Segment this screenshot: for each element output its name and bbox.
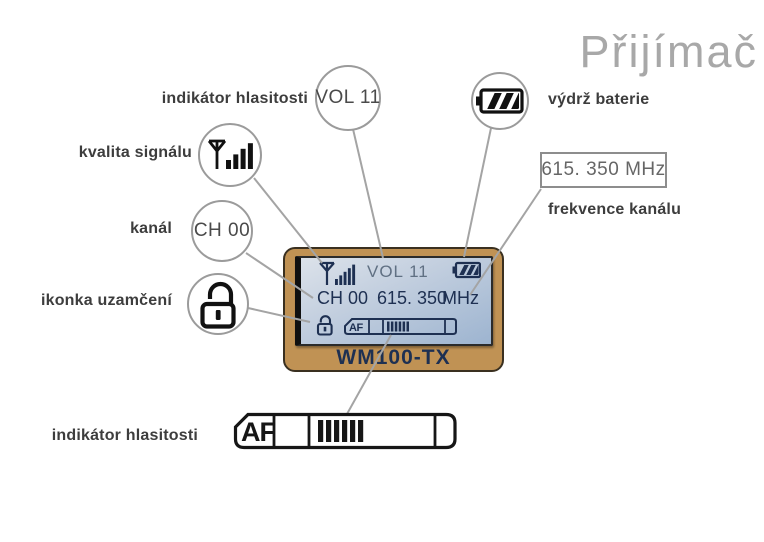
battery-icon — [476, 88, 524, 114]
transmitter-device: VOL 11 CH 00 615. 350 MHz — [283, 247, 504, 372]
frequency-value-box: 615. 350 MHz — [540, 152, 667, 188]
lcd-lock-icon — [316, 315, 333, 336]
volume-callout-value: VOL 11 — [315, 87, 381, 108]
lcd-frequency-value: 615. 350 — [377, 288, 448, 308]
lcd-af-meter: AF — [344, 318, 457, 335]
lcd-af-meter-label: AF — [349, 322, 363, 334]
signal-callout-circle — [198, 123, 262, 187]
connector-line-volume — [352, 128, 384, 259]
label-channel: kanál — [130, 220, 172, 237]
battery-callout-circle — [471, 72, 529, 130]
af-meter-label: AF — [241, 417, 275, 447]
lcd-frequency-unit: MHz — [442, 288, 479, 308]
label-volume-indicator-top: indikátor hlasitosti — [161, 90, 308, 107]
device-model-label: WM100-TX — [336, 346, 451, 369]
channel-callout-circle: CH 00 — [191, 200, 253, 262]
label-battery-life: výdrž baterie — [548, 91, 650, 108]
label-signal-quality: kvalita signálu — [78, 144, 192, 161]
label-volume-indicator-bottom: indikátor hlasitosti — [51, 427, 198, 444]
unlock-icon — [200, 281, 236, 329]
af-meter-large: AF — [233, 412, 457, 450]
signal-icon — [207, 139, 253, 169]
lcd-channel-value: CH 00 — [317, 288, 369, 308]
label-channel-frequency: frekvence kanálu — [548, 201, 682, 218]
lock-callout-circle — [187, 273, 249, 335]
volume-callout-circle: VOL 11 — [315, 65, 381, 131]
lcd-volume-value: VOL 11 — [367, 262, 429, 281]
channel-callout-value: CH 00 — [193, 220, 251, 241]
lcd-battery-icon — [452, 261, 481, 279]
connector-line-battery — [463, 127, 492, 258]
lcd-screen: VOL 11 CH 00 615. 350 MHz — [295, 256, 493, 346]
label-lock-icon: ikonka uzamčení — [40, 292, 172, 309]
page-title: Přijímač — [579, 26, 758, 77]
frequency-callout-value: 615. 350 MHz — [541, 159, 666, 180]
lcd-signal-icon — [319, 261, 356, 285]
